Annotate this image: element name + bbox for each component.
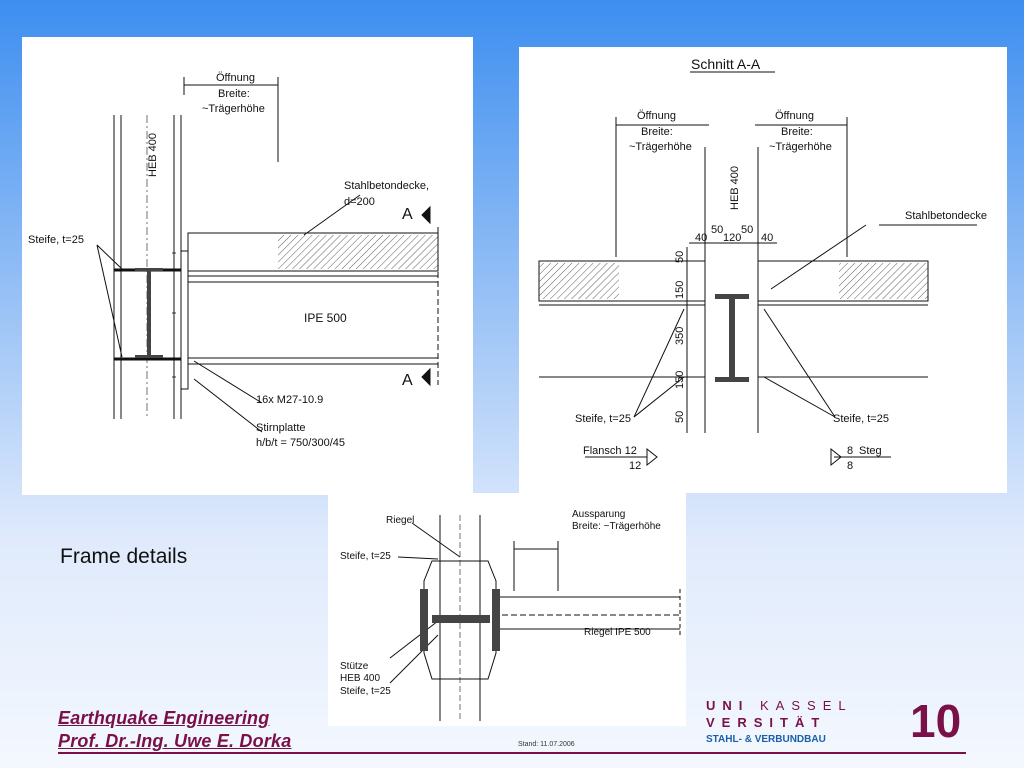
slab-label: Stahlbetondecke, bbox=[344, 180, 429, 192]
stiffener-label: Steife, t=25 bbox=[28, 234, 84, 246]
frame-detail-panel: Riegel Steife, t=25 Aussparung Breite: ~… bbox=[328, 493, 686, 726]
stiffener-top-label: Steife, t=25 bbox=[340, 551, 391, 562]
flange-label: Flansch 12 bbox=[583, 445, 637, 457]
frame-details-caption: Frame details bbox=[60, 545, 188, 568]
slab-label: Stahlbetondecke bbox=[905, 210, 987, 222]
dim-left-4: 150 bbox=[674, 371, 686, 389]
logo-uni: UNI bbox=[706, 698, 750, 713]
web-label: Steg bbox=[859, 445, 882, 457]
beam-section-label: Riegel IPE 500 bbox=[584, 627, 651, 638]
dim-top-1: 40 bbox=[695, 232, 707, 244]
bolts-label: 16x M27-10.9 bbox=[256, 394, 323, 406]
dim-left-1: 50 bbox=[674, 251, 686, 263]
cutout-width-label: Breite: ~Trägerhöhe bbox=[572, 521, 661, 532]
opening-title-right: Öffnung bbox=[775, 110, 814, 122]
course-title: Earthquake Engineering bbox=[58, 708, 270, 728]
elevation-drawing-panel: Öffnung Breite: ~Trägerhöhe HEB 400 Stah… bbox=[22, 37, 473, 495]
logo-line-2: VERSITÄT bbox=[706, 715, 826, 730]
slab-thickness: d=200 bbox=[344, 196, 375, 208]
column-label: HEB 400 bbox=[729, 166, 741, 210]
dim-top-4: 50 bbox=[741, 224, 753, 236]
beam-label: IPE 500 bbox=[304, 311, 347, 325]
plate-label: Stirnplatte bbox=[256, 422, 306, 434]
section-drawing: Schnitt A-A Öffnung Breite: ~Trägerhöhe … bbox=[538, 56, 987, 472]
flange-number: 12 bbox=[629, 460, 641, 472]
section-drawing-panel: Schnitt A-A Öffnung Breite: ~Trägerhöhe … bbox=[519, 47, 1007, 493]
dim-top-2: 50 bbox=[711, 224, 723, 236]
opening-height-left: ~Trägerhöhe bbox=[629, 141, 692, 153]
dim-top-5: 40 bbox=[761, 232, 773, 244]
logo-kassel: KASSEL bbox=[760, 698, 853, 713]
opening-title-left: Öffnung bbox=[637, 110, 676, 122]
opening-title: Öffnung bbox=[216, 72, 255, 84]
elevation-drawing: Öffnung Breite: ~Trägerhöhe HEB 400 Stah… bbox=[28, 72, 439, 449]
stiffener-right-label: Steife, t=25 bbox=[833, 413, 889, 425]
stiffener-bottom-label: Steife, t=25 bbox=[340, 686, 391, 697]
dim-left-5: 50 bbox=[674, 411, 686, 423]
opening-height-right: ~Trägerhöhe bbox=[769, 141, 832, 153]
column-section-label: HEB 400 bbox=[340, 673, 380, 684]
stand-date: Stand: 11.07.2006 bbox=[518, 741, 575, 748]
page-number: 10 bbox=[910, 695, 962, 747]
column-label: Stütze bbox=[340, 661, 369, 672]
logo-line-1: UNI KASSEL bbox=[706, 698, 853, 713]
footer-divider bbox=[58, 752, 966, 754]
beam-label: Riegel bbox=[386, 515, 414, 526]
web-number-bottom: 8 bbox=[847, 460, 853, 472]
dim-top-3: 120 bbox=[723, 232, 741, 244]
dim-left-3: 350 bbox=[674, 327, 686, 345]
section-mark-top: A bbox=[402, 206, 413, 223]
section-mark-bottom: A bbox=[402, 372, 413, 389]
frame-detail-drawing: Riegel Steife, t=25 Aussparung Breite: ~… bbox=[340, 509, 681, 721]
opening-height: ~Trägerhöhe bbox=[202, 103, 265, 115]
opening-width-left: Breite: bbox=[641, 126, 673, 138]
logo-department: STAHL- & VERBUNDBAU bbox=[706, 734, 826, 745]
opening-width-right: Breite: bbox=[781, 126, 813, 138]
author-name: Prof. Dr.-Ing. Uwe E. Dorka bbox=[58, 731, 292, 751]
column-label: HEB 400 bbox=[147, 133, 159, 177]
logo-versitaet: VERSITÄT bbox=[706, 715, 827, 730]
cutout-label: Aussparung bbox=[572, 509, 625, 520]
section-title: Schnitt A-A bbox=[691, 56, 761, 72]
plate-dims: h/b/t = 750/300/45 bbox=[256, 437, 345, 449]
dim-left-2: 150 bbox=[674, 281, 686, 299]
web-number-top: 8 bbox=[847, 445, 853, 457]
stiffener-left-label: Steife, t=25 bbox=[575, 413, 631, 425]
opening-width: Breite: bbox=[218, 88, 250, 100]
